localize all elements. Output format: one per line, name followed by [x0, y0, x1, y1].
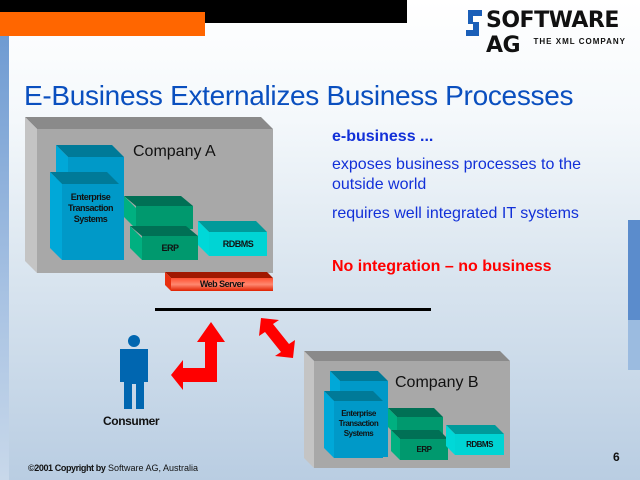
- ets-label-b: Enterprise Transaction Systems: [334, 401, 383, 458]
- right-accent-bar-light: [628, 320, 640, 370]
- software-ag-logo: SOFTWARE AG THE XML COMPANY: [462, 8, 632, 58]
- rdbms-label-b: RDBMS: [455, 434, 504, 455]
- web-server-label: Web Server: [171, 278, 273, 291]
- ets-box: Enterprise Transaction Systems: [50, 172, 119, 260]
- bent-arrow-icon: [171, 322, 225, 390]
- double-arrow-icon: [259, 318, 295, 358]
- interaction-arrows: [171, 318, 295, 390]
- bullet-item: requires well integrated IT systems: [332, 205, 579, 222]
- web-server-box: Web Server: [165, 272, 273, 291]
- erp-box-b: ERP: [391, 430, 448, 460]
- bullet-heading: e-business ...: [332, 128, 434, 145]
- right-accent-bar: [628, 220, 640, 320]
- ets-box-b: Enterprise Transaction Systems: [324, 391, 383, 458]
- bullet-item: exposes business processes to the outsid…: [332, 156, 582, 193]
- erp-upper-box: [124, 196, 193, 229]
- page-number: 6: [613, 450, 620, 464]
- erp-box: ERP: [130, 226, 198, 260]
- software-ag-logo-icon: [466, 10, 482, 36]
- copyright-bold: ©2001 Copyright by: [28, 463, 106, 473]
- header-orange-bar: [0, 12, 205, 36]
- consumer-label: Consumer: [103, 414, 160, 428]
- footer-copyright: ©2001 Copyright by Software AG, Australi…: [28, 463, 198, 473]
- erp-label: ERP: [142, 236, 198, 260]
- left-accent-bar: [0, 36, 9, 480]
- divider-line: [155, 308, 431, 311]
- bullet-emphasis: No integration – no business: [332, 258, 552, 275]
- copyright-owner: Software AG, Australia: [107, 463, 199, 473]
- rdbms-box: RDBMS: [198, 221, 267, 256]
- ets-label: Enterprise Transaction Systems: [62, 184, 119, 260]
- rdbms-box-b: RDBMS: [446, 425, 504, 455]
- company-a-label: Company A: [133, 143, 216, 160]
- erp-label-b: ERP: [400, 439, 448, 460]
- logo-tagline: THE XML COMPANY: [533, 37, 626, 46]
- logo-wordmark: SOFTWARE AG: [486, 8, 619, 58]
- slide-title: E-Business Externalizes Business Process…: [24, 80, 574, 111]
- rdbms-label: RDBMS: [209, 232, 267, 256]
- consumer-person-icon: [120, 335, 148, 409]
- company-b-label: Company B: [395, 374, 479, 391]
